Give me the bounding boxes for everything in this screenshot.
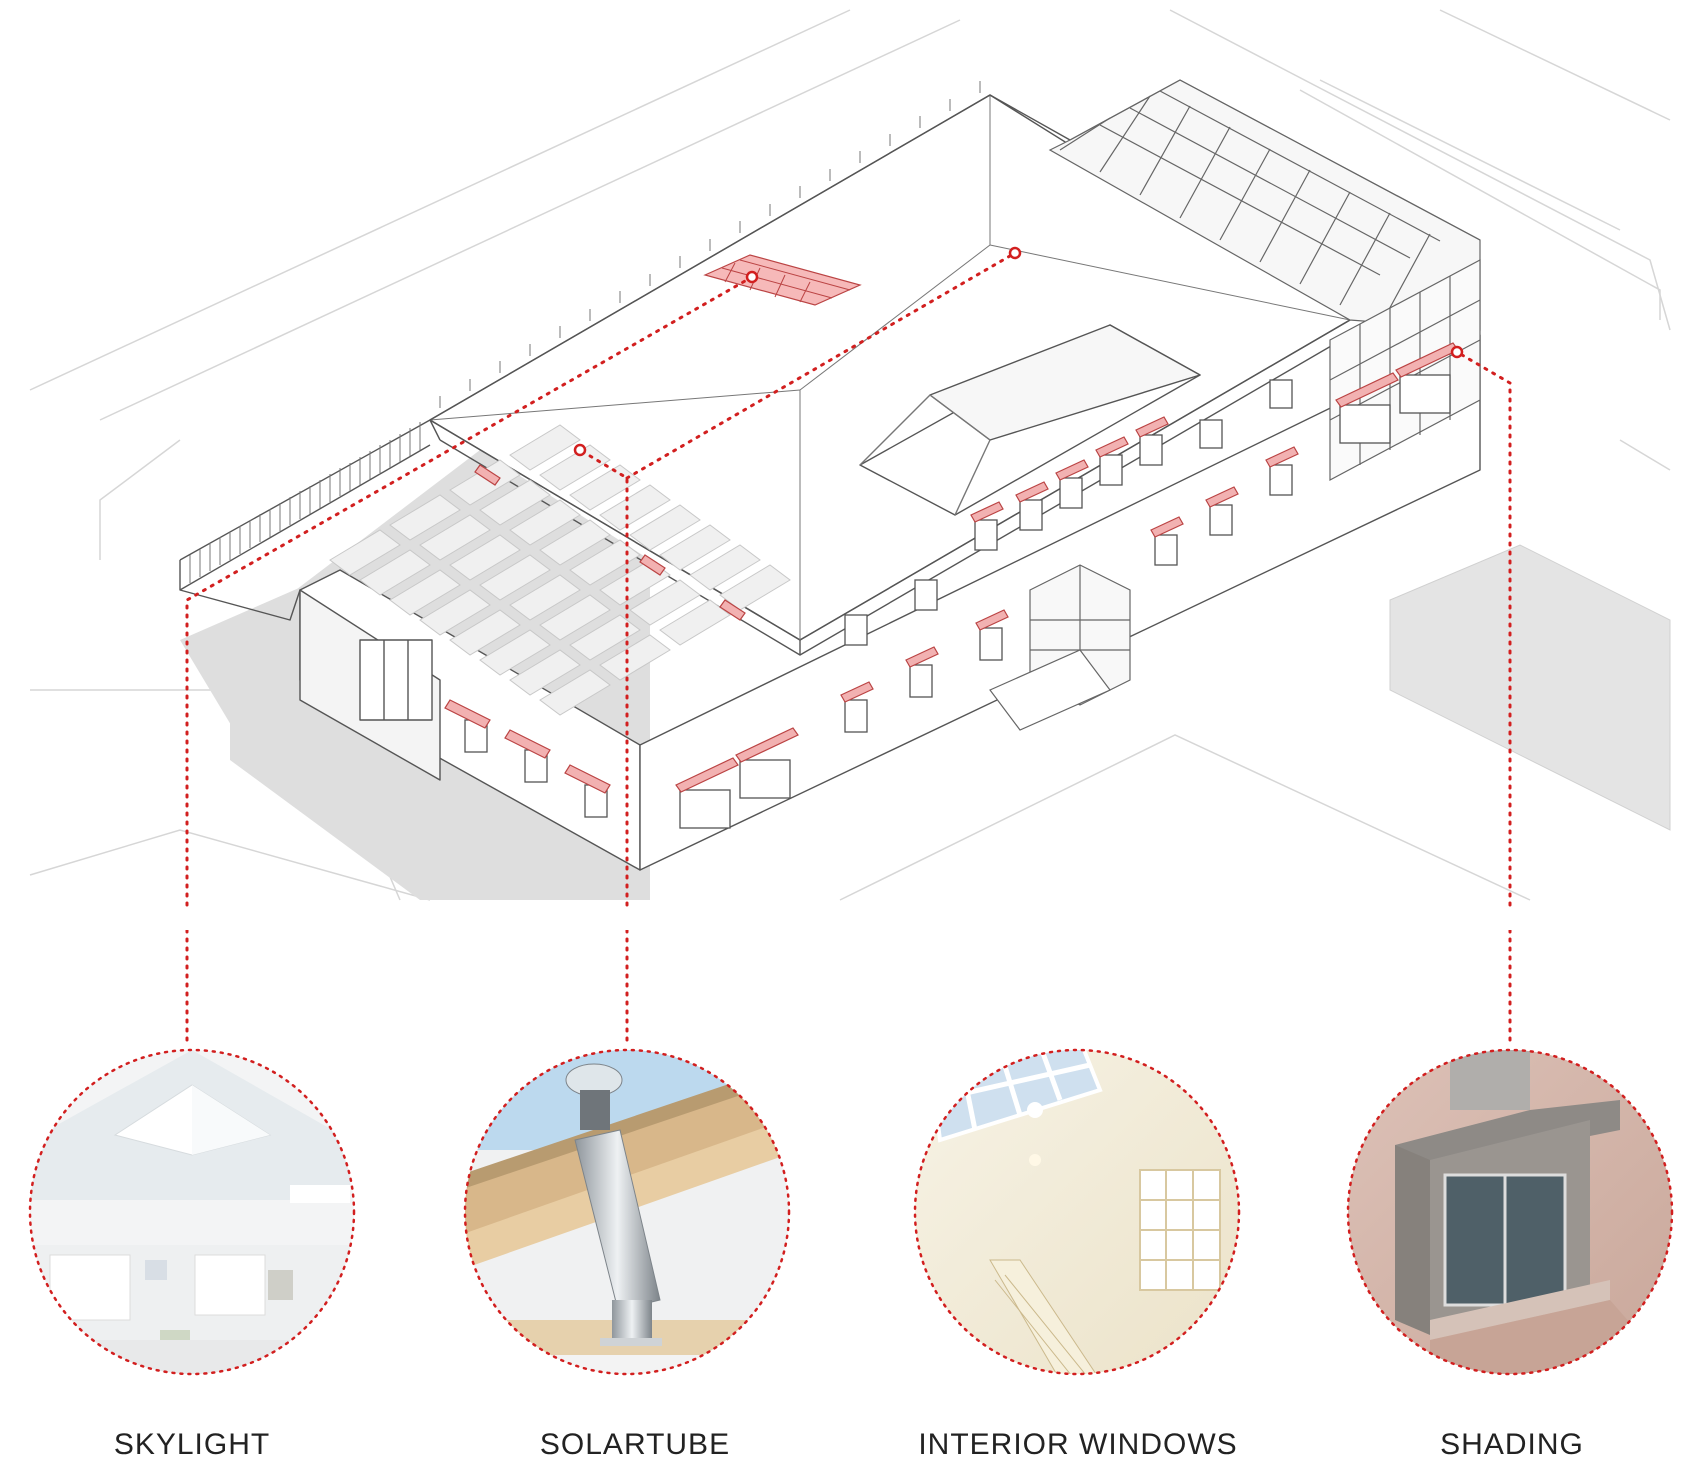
callout-leaders <box>185 251 1512 1042</box>
window-shading-icon <box>1346 1048 1674 1376</box>
roof-skylight <box>703 254 862 306</box>
neighbour-building <box>1389 544 1671 831</box>
site-context <box>29 9 1671 901</box>
solar-panel-array <box>329 424 791 716</box>
callout-label-skylight: SKYLIGHT <box>113 1428 271 1461</box>
callout-label-interior-windows: INTERIOR WINDOWS <box>918 1428 1238 1461</box>
callout-label-solartube: SOLARTUBE <box>539 1428 731 1461</box>
interior-windows-icon <box>913 1048 1241 1376</box>
skylight-room-icon <box>28 1048 356 1376</box>
callout-markers <box>573 246 1464 457</box>
entrance-vestibule <box>989 564 1131 731</box>
shading-awnings <box>444 342 1459 794</box>
solar-tube-icon <box>463 1048 791 1376</box>
facade-windows <box>464 374 1451 829</box>
callout-label-shading: SHADING <box>1440 1428 1584 1461</box>
parapet-railing <box>189 81 981 583</box>
